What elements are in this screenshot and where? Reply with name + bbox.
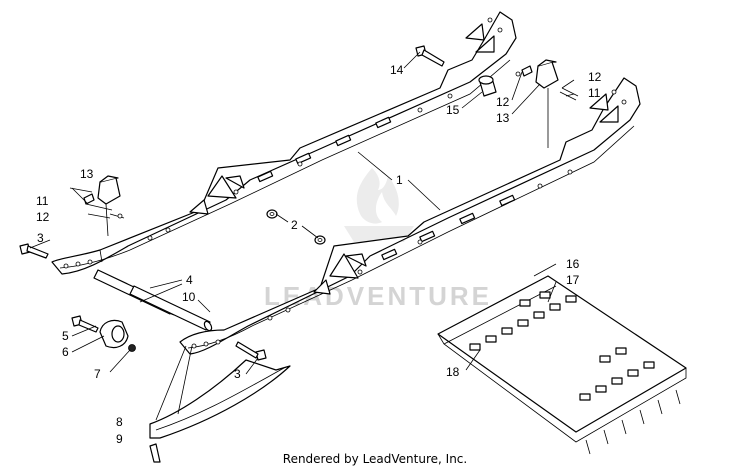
callout-5: 5 xyxy=(62,329,69,343)
callout-10: 10 xyxy=(182,290,196,304)
callout-17: 17 xyxy=(566,273,580,287)
bolt-left xyxy=(19,243,49,259)
callout-15: 15 xyxy=(446,103,460,117)
callout-8: 8 xyxy=(116,415,123,429)
callout-9: 9 xyxy=(116,432,123,446)
bumper-assembly xyxy=(71,315,136,352)
callout-12-left: 12 xyxy=(36,210,50,224)
callout-12-mid: 12 xyxy=(496,95,510,109)
callout-16: 16 xyxy=(566,257,580,271)
footer-credit: Rendered by LeadVenture, Inc. xyxy=(283,452,467,466)
callout-11-right: 11 xyxy=(588,86,601,100)
leader-lines xyxy=(29,51,575,375)
callout-6: 6 xyxy=(62,345,69,359)
callout-13-right: 13 xyxy=(496,111,510,125)
watermark-text: LEADVENTURE xyxy=(264,281,492,311)
bolt-right xyxy=(235,341,267,361)
clip-assembly-left xyxy=(69,175,125,237)
track xyxy=(437,275,687,455)
shaft-rear xyxy=(129,285,213,332)
rail-front xyxy=(179,77,641,355)
callout-3-left: 3 xyxy=(37,231,44,245)
callout-12-right: 12 xyxy=(588,70,602,84)
bushing-15 xyxy=(478,75,497,97)
callout-7: 7 xyxy=(94,367,101,381)
callout-1: 1 xyxy=(396,173,403,187)
callout-18: 18 xyxy=(446,365,460,379)
callout-14: 14 xyxy=(390,63,404,77)
track-cleats xyxy=(469,291,655,401)
callout-2: 2 xyxy=(291,218,298,232)
watermark: LEADVENTURE xyxy=(264,168,492,311)
bolt-14 xyxy=(415,45,445,67)
callout-3-lower: 3 xyxy=(234,367,241,381)
callout-labels: 1 2 3 3 4 5 6 7 8 9 10 11 11 12 12 12 13… xyxy=(36,63,602,446)
callout-11-left: 11 xyxy=(36,194,49,208)
clip-assembly-right xyxy=(515,59,579,148)
callout-13-left: 13 xyxy=(80,167,94,181)
slide-8 xyxy=(149,345,291,463)
callout-4: 4 xyxy=(186,273,193,287)
rail-back xyxy=(51,11,517,275)
